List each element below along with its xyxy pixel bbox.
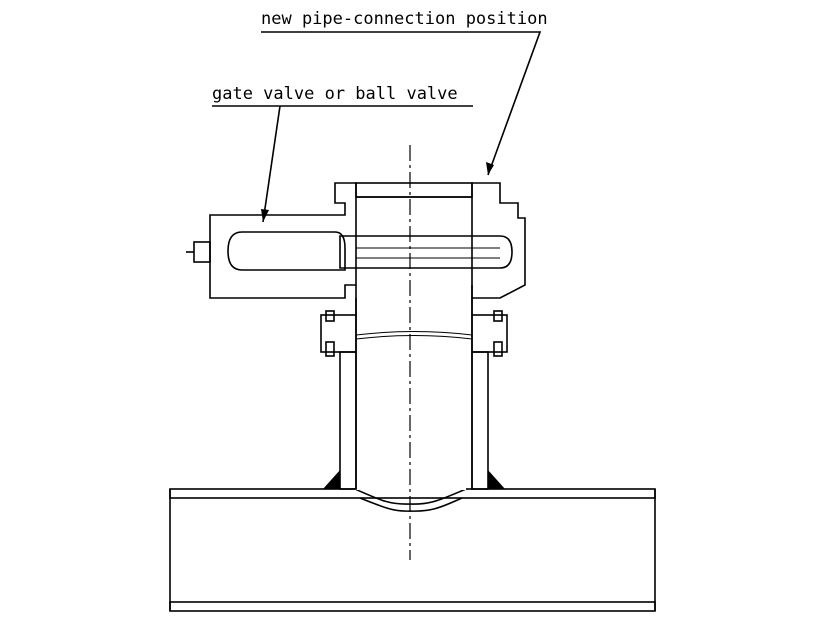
arrow-new-connection: [486, 162, 494, 175]
branch-pipe: [339, 285, 489, 490]
main-pipe: [169, 488, 656, 612]
label-gate-or-ball-valve: gate valve or ball valve: [212, 84, 458, 104]
leader-new-connection: [261, 31, 542, 176]
welds: [323, 470, 505, 489]
leader-valve: [212, 105, 473, 223]
leader-lines: [212, 31, 542, 223]
label-new-pipe-connection: new pipe-connection position: [261, 9, 548, 29]
lower-flange: [320, 310, 508, 357]
valve-body: [186, 182, 526, 315]
